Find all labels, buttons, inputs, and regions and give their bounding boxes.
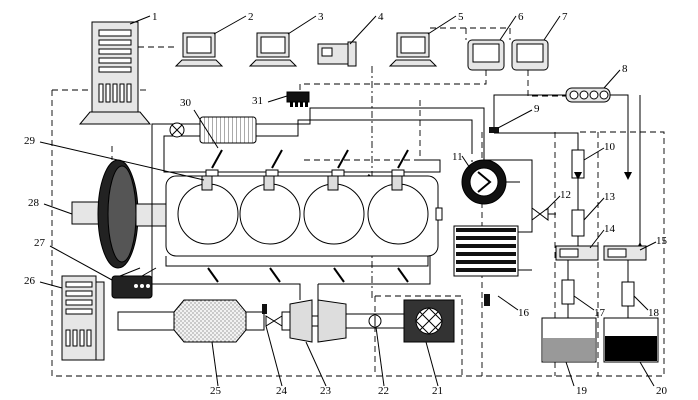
fuel-rail-8 xyxy=(493,87,644,250)
instrument-7 xyxy=(511,39,549,71)
callout-12: 12 xyxy=(560,189,571,201)
callout-6: 6 xyxy=(518,11,524,23)
callout-17: 17 xyxy=(594,307,606,319)
callout-28: 28 xyxy=(28,197,40,209)
monitor-2 xyxy=(174,32,224,67)
callout-2: 2 xyxy=(248,11,254,23)
callout-22: 22 xyxy=(378,385,389,397)
exhaust-manifold xyxy=(151,178,431,300)
analyzer-4 xyxy=(317,41,357,67)
exhaust-line xyxy=(117,299,455,343)
callout-20: 20 xyxy=(656,385,668,397)
callout-14: 14 xyxy=(604,223,616,235)
callout-labels: 1 2 3 4 5 6 7 8 9 10 11 12 13 14 15 16 1… xyxy=(24,11,668,397)
fuel-measurement-right xyxy=(603,245,647,318)
callout-18: 18 xyxy=(648,307,660,319)
monitor-5 xyxy=(388,32,438,67)
callout-8: 8 xyxy=(622,63,628,75)
callout-24: 24 xyxy=(276,385,288,397)
tank-19 xyxy=(541,317,597,363)
callout-25: 25 xyxy=(210,385,222,397)
callout-9: 9 xyxy=(534,103,540,115)
callout-1: 1 xyxy=(152,11,158,23)
monitor-3 xyxy=(248,32,298,67)
callout-19: 19 xyxy=(576,385,588,397)
callout-5: 5 xyxy=(458,11,464,23)
callout-15: 15 xyxy=(656,235,668,247)
intake-system xyxy=(151,107,485,160)
ecu-connector-31 xyxy=(286,91,310,107)
engine-block xyxy=(165,175,443,257)
fuel-measurement-left xyxy=(494,132,599,318)
callout-4: 4 xyxy=(378,11,384,23)
callout-11: 11 xyxy=(452,151,463,163)
callout-7: 7 xyxy=(562,11,568,23)
callout-26: 26 xyxy=(24,275,36,287)
dynamometer-28 xyxy=(71,159,167,269)
callout-3: 3 xyxy=(318,11,324,23)
data-acquisition-pc-26 xyxy=(61,275,105,361)
callout-16: 16 xyxy=(518,307,530,319)
callout-21: 21 xyxy=(432,385,443,397)
callout-10: 10 xyxy=(604,141,616,153)
valve-12 xyxy=(531,207,556,221)
leader-lines xyxy=(39,15,657,387)
callout-30: 30 xyxy=(180,97,192,109)
radiator-16 xyxy=(453,159,533,306)
control-computer-tower xyxy=(78,21,152,125)
instrument-6 xyxy=(467,39,505,71)
compressor-11 xyxy=(461,159,520,205)
callout-23: 23 xyxy=(320,385,332,397)
callout-27: 27 xyxy=(34,237,46,249)
callout-31: 31 xyxy=(252,95,263,107)
callout-29: 29 xyxy=(24,135,36,147)
tank-20 xyxy=(603,317,659,363)
sensor-9 xyxy=(489,127,499,133)
device-27 xyxy=(111,267,157,299)
callout-13: 13 xyxy=(604,191,616,203)
